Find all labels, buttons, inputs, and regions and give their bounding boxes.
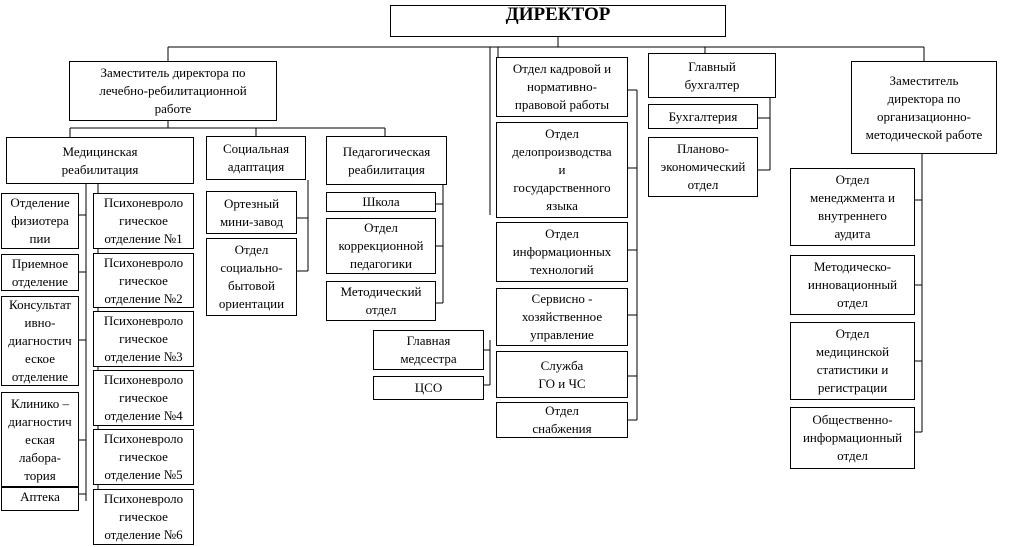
chief-accountant-box: Главный бухгалтер (648, 53, 776, 98)
psy-dept-2: Психоневроло гическое отделение №2 (93, 253, 194, 308)
consult-box: Консультат ивно- диагностич еское отделе… (1, 296, 79, 386)
pedagogical-rehab-box: Педагогическая реабилитация (326, 136, 447, 185)
cso-box: ЦСО (373, 376, 484, 400)
deputy-medical-box: Заместитель директора по лечебно-ребилит… (69, 61, 277, 121)
director-box: ДИРЕКТОР (390, 5, 726, 37)
public-info-box: Общественно- информационный отдел (790, 407, 915, 469)
methodical-box: Методический отдел (326, 281, 436, 321)
accounting-box: Бухгалтерия (648, 104, 758, 129)
pharmacy-box: Аптека (1, 487, 79, 511)
medical-rehab-box: Медицинская реабилитация (6, 137, 194, 184)
correction-box: Отдел коррекционной педагогики (326, 218, 436, 274)
psy-dept-5: Психоневроло гическое отделение №5 (93, 429, 194, 485)
head-nurse-box: Главная медсестра (373, 330, 484, 370)
innovation-box: Методическо- инновационный отдел (790, 255, 915, 315)
planning-box: Планово- экономический отдел (648, 137, 758, 197)
it-box: Отдел информационных технологий (496, 222, 628, 282)
records-box: Отдел делопроизводства и государственног… (496, 122, 628, 218)
school-box: Школа (326, 192, 436, 212)
physio-box: Отделение физиотера пии (1, 193, 79, 249)
social-dept-box: Отдел социально- бытовой ориентации (206, 238, 297, 316)
stats-box: Отдел медицинской статистики и регистрац… (790, 322, 915, 400)
civil-defense-box: Служба ГО и ЧС (496, 351, 628, 398)
deputy-org-box: Заместитель директора по организационно-… (851, 61, 997, 154)
social-adapt-box: Социальная адаптация (206, 136, 306, 180)
audit-box: Отдел менеджмента и внутреннего аудита (790, 168, 915, 246)
lab-box: Клинико – диагностич еская лабора- тория (1, 392, 79, 487)
psy-dept-1: Психоневроло гическое отделение №1 (93, 193, 194, 249)
psy-dept-3: Психоневроло гическое отделение №3 (93, 311, 194, 367)
hr-box: Отдел кадровой и нормативно- правовой ра… (496, 57, 628, 117)
psy-dept-4: Психоневроло гическое отделение №4 (93, 370, 194, 426)
orthotic-box: Ортезный мини-завод (206, 191, 297, 234)
psy-dept-6: Психоневроло гическое отделение №6 (93, 489, 194, 545)
supply-box: Отдел снабжения (496, 402, 628, 438)
service-box: Сервисно - хозяйственное управление (496, 288, 628, 346)
reception-box: Приемное отделение (1, 254, 79, 291)
